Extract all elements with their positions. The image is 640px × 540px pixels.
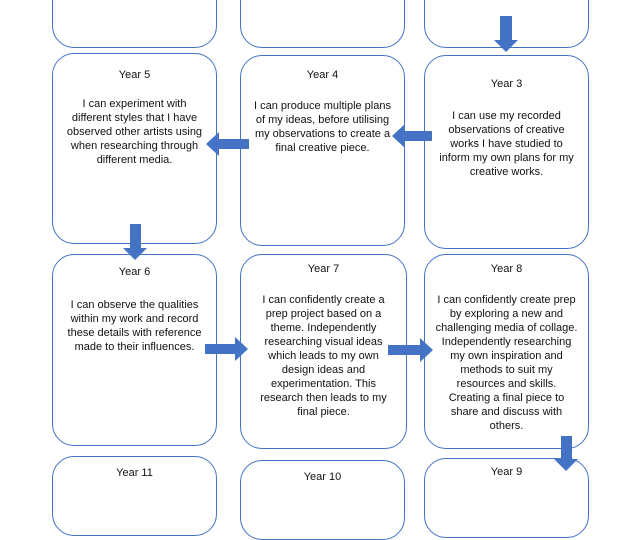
card-year-6-text: I can observe the qualities within my wo… [67, 299, 202, 353]
card-year-6: Year 6 I can observe the qualities withi… [52, 254, 217, 446]
arrow-down-icon [494, 16, 518, 52]
card-year-4-title: Year 4 [306, 69, 339, 81]
card-year-8-title: Year 8 [490, 263, 523, 275]
card-year-8-text: I can confidently create prep by explori… [435, 294, 578, 432]
arrow-down-icon [554, 436, 578, 471]
card-top-middle [240, 0, 405, 48]
card-year-7-text: I can confidently create a prep project … [260, 294, 387, 418]
card-year-4-text: I can produce multiple plans of my ideas… [254, 100, 391, 154]
card-year-5: Year 5 I can experiment with different s… [52, 53, 217, 244]
card-year-8: Year 8 I can confidently create prep by … [424, 254, 589, 449]
card-year-5-text: I can experiment with different styles t… [66, 98, 203, 166]
card-year-3-title: Year 3 [490, 78, 523, 90]
card-year-7-title: Year 7 [307, 263, 340, 275]
card-year-5-title: Year 5 [118, 69, 151, 81]
flow-arrows [123, 16, 578, 471]
card-year-3: Year 3 I can use my recorded observation… [424, 55, 589, 249]
card-year-3-text: I can use my recorded observations of cr… [439, 110, 574, 178]
arrow-left-icon [206, 132, 249, 156]
card-top-left [52, 0, 217, 48]
card-year-6-title: Year 6 [118, 266, 151, 278]
card-year-4: Year 4 I can produce multiple plans of m… [240, 55, 405, 246]
arrow-left-icon [392, 124, 432, 148]
card-year-9-title: Year 9 [490, 466, 523, 478]
arrow-down-icon [123, 224, 147, 260]
card-year-11-title: Year 11 [116, 467, 153, 479]
arrow-right-icon [388, 338, 433, 362]
arrow-right-icon [205, 337, 248, 361]
